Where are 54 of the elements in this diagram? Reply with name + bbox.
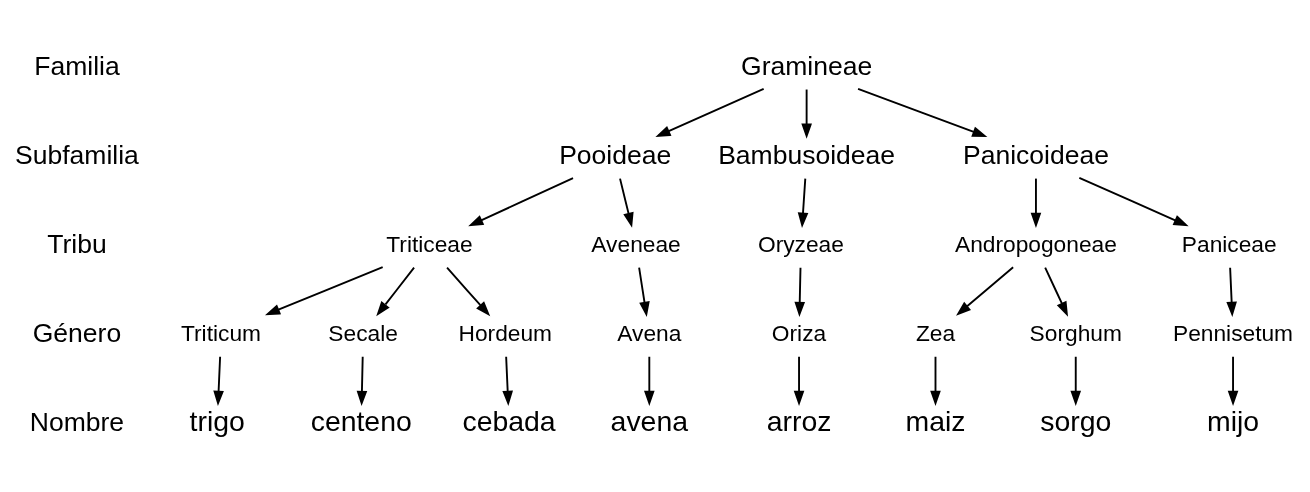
node-text: Oriza — [771, 319, 827, 346]
node-text: centeno — [310, 404, 412, 437]
node-text: Panicoideae — [962, 139, 1109, 170]
node-text: Gramineae — [741, 50, 873, 81]
node-text: trigo — [189, 404, 245, 437]
node-text: Zea — [915, 319, 956, 346]
node-text: Triticeae — [386, 230, 473, 257]
arrow — [1070, 355, 1082, 407]
arrow — [376, 266, 416, 317]
node-text: Sorghum — [1029, 319, 1122, 346]
node-text: Hordeum — [458, 319, 553, 346]
label: Género — [32, 318, 122, 349]
arrow — [930, 355, 941, 407]
arrow — [1078, 177, 1189, 227]
node-text: avena — [610, 404, 689, 437]
node-text: mijo — [1207, 404, 1260, 437]
arrow — [794, 266, 806, 317]
arrow — [857, 87, 988, 137]
arrow — [797, 177, 809, 228]
arrow — [468, 177, 574, 227]
arrow — [502, 355, 513, 407]
arrow — [1226, 266, 1237, 317]
node-text: Avena — [617, 319, 682, 346]
node-text: Secale — [328, 319, 398, 346]
arrow — [264, 266, 384, 316]
arrow — [619, 177, 634, 228]
arrow — [793, 355, 805, 407]
node-text: Bambusoideae — [718, 139, 896, 170]
label: Nombre — [29, 407, 125, 438]
node-text: Pooideae — [559, 139, 672, 170]
arrow — [638, 266, 650, 317]
arrow — [1044, 266, 1069, 317]
arrow — [956, 266, 1015, 316]
arrow — [655, 87, 765, 138]
label: Familia — [34, 50, 120, 81]
arrow — [801, 88, 812, 139]
arrow — [213, 355, 224, 407]
arrow — [446, 266, 491, 317]
node-text: Andropogoneae — [955, 230, 1117, 257]
node-text: maiz — [905, 404, 966, 437]
arrow — [356, 355, 368, 407]
node-text: Paniceae — [1181, 230, 1277, 257]
node-text: Oryzeae — [757, 230, 844, 257]
arrow — [1030, 177, 1042, 228]
arrow — [644, 355, 655, 407]
node-text: Aveneae — [591, 230, 681, 257]
node-text: arroz — [766, 404, 832, 437]
label: Subfamilia — [15, 139, 139, 170]
node-text: Triticum — [181, 319, 261, 346]
node-text: cebada — [462, 404, 556, 437]
node-text: Pennisetum — [1173, 319, 1294, 346]
arrow — [1227, 355, 1239, 407]
label: Tribu — [47, 229, 107, 260]
node-text: sorgo — [1040, 404, 1112, 437]
